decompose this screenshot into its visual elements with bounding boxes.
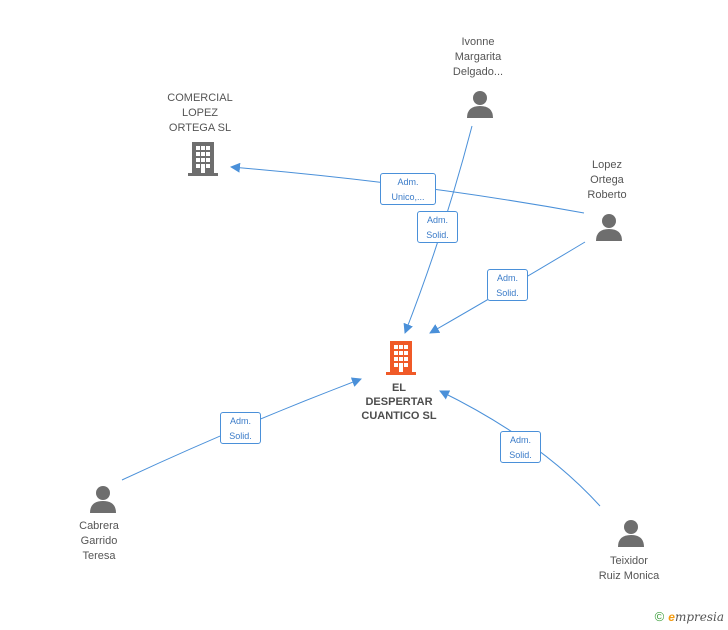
brand-logo-initial: e	[668, 610, 675, 624]
person-label-lopez[interactable]: Lopez Ortega Roberto	[587, 159, 627, 201]
person-icon[interactable]	[89, 485, 117, 513]
brand-footer[interactable]: ©empresia	[655, 609, 724, 624]
person-label-ivonne[interactable]: Ivonne Margarita Delgado...	[452, 36, 504, 78]
role-badge-lopez-comercial[interactable]: Adm. Unico,...	[380, 173, 436, 205]
focus-building-icon[interactable]	[386, 341, 416, 375]
building-icon[interactable]	[188, 142, 218, 176]
focus-company-label[interactable]: EL DESPERTAR CUANTICO SL	[361, 382, 437, 422]
person-label-teixidor[interactable]: Teixidor Ruiz Monica	[598, 555, 660, 582]
person-icon[interactable]	[617, 519, 645, 547]
person-icon[interactable]	[466, 90, 494, 118]
person-label-cabrera[interactable]: Cabrera Garrido Teresa	[79, 520, 119, 562]
person-icon[interactable]	[595, 213, 623, 241]
role-badge-cabrera-center[interactable]: Adm. Solid.	[220, 412, 261, 444]
copyright-icon: ©	[654, 609, 665, 624]
brand-logo-text: mpresia	[674, 610, 724, 624]
role-badge-teixidor-center[interactable]: Adm. Solid.	[500, 431, 541, 463]
company-label-comercial[interactable]: COMERCIAL LOPEZ ORTEGA SL	[167, 92, 233, 134]
role-badge-ivonne-center[interactable]: Adm. Solid.	[417, 211, 458, 243]
role-badge-lopez-center[interactable]: Adm. Solid.	[487, 269, 528, 301]
